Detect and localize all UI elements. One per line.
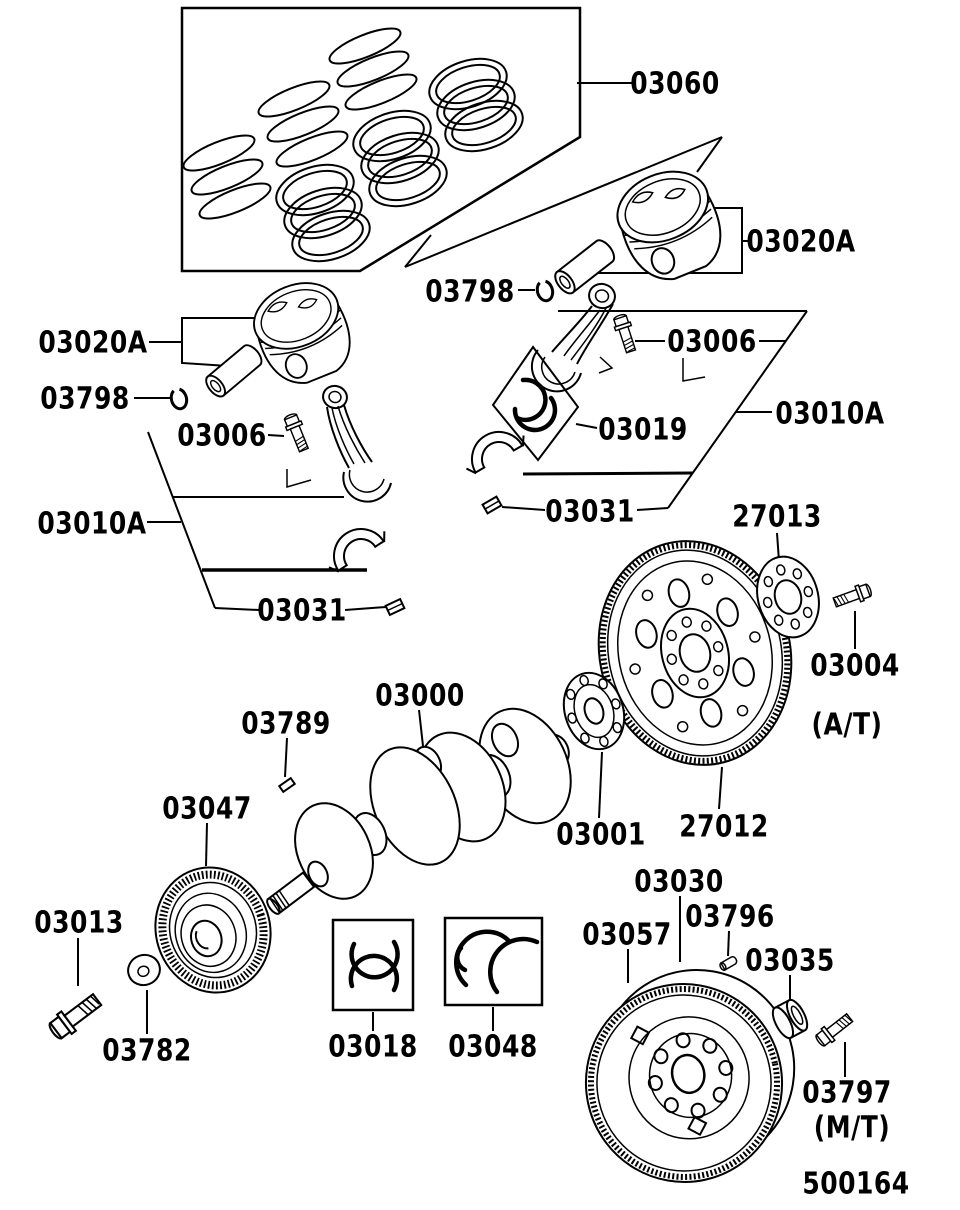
part-label-03060: 03060 — [630, 65, 720, 101]
part-label-03010A-right: 03010A — [775, 395, 885, 431]
drive-plate-adapter — [756, 555, 820, 639]
part-label-03018: 03018 — [328, 1028, 418, 1064]
rod-nut-right — [481, 495, 503, 515]
part-label-03006-right: 03006 — [667, 323, 757, 359]
part-label-03013: 03013 — [34, 904, 124, 940]
part-label-03035: 03035 — [745, 942, 835, 978]
woodruff-key — [277, 776, 297, 794]
flywheel-dowel-pin — [719, 955, 738, 971]
part-label-MT: (M/T) — [813, 1109, 891, 1145]
part-label-03057: 03057 — [582, 916, 672, 952]
connecting-rod-right — [530, 282, 616, 393]
part-label-03000: 03000 — [375, 677, 465, 713]
part-label-03789: 03789 — [241, 705, 331, 741]
part-label-03796: 03796 — [685, 898, 775, 934]
part-label-03797: 03797 — [802, 1074, 892, 1110]
pulley-washer — [127, 953, 161, 987]
piston-ring-set-box — [180, 6, 582, 273]
part-label-03798-mid: 03798 — [425, 273, 515, 309]
connecting-rod-left — [322, 384, 392, 503]
leader-lines — [77, 82, 856, 1077]
part-label-03010A-left: 03010A — [37, 505, 147, 541]
part-label-27013: 27013 — [732, 498, 822, 534]
part-label-figure-code: 500164 — [802, 1165, 910, 1201]
part-label-03030: 03030 — [634, 863, 724, 899]
part-label-03001: 03001 — [556, 816, 646, 852]
rod-nut-left — [384, 597, 406, 617]
flywheel — [584, 968, 796, 1183]
part-label-03048: 03048 — [448, 1028, 538, 1064]
crankshaft — [266, 707, 572, 915]
part-label-03798-left: 03798 — [40, 380, 130, 416]
part-label-03019: 03019 — [598, 411, 688, 447]
crank-adapter-plate — [562, 671, 626, 751]
part-label-03782: 03782 — [102, 1032, 192, 1068]
part-label-03031-right: 03031 — [545, 493, 635, 529]
part-label-03020A-right: 03020A — [746, 223, 856, 259]
part-label-03031-left: 03031 — [257, 592, 347, 628]
piston-rings — [182, 27, 524, 263]
main-bearing-box — [331, 918, 415, 1012]
pilot-bearing — [771, 998, 809, 1040]
part-label-03004: 03004 — [810, 647, 900, 683]
thrust-washer-box — [443, 916, 544, 1007]
part-label-03020A-left: 03020A — [38, 324, 148, 360]
drive-plate — [597, 540, 793, 766]
crank-pulley — [154, 866, 272, 994]
part-label-AT: (A/T) — [811, 706, 883, 742]
part-label-27012: 27012 — [679, 808, 769, 844]
rod-bearing-right — [491, 345, 580, 462]
part-label-03047: 03047 — [162, 790, 252, 826]
part-label-03006-left: 03006 — [177, 417, 267, 453]
